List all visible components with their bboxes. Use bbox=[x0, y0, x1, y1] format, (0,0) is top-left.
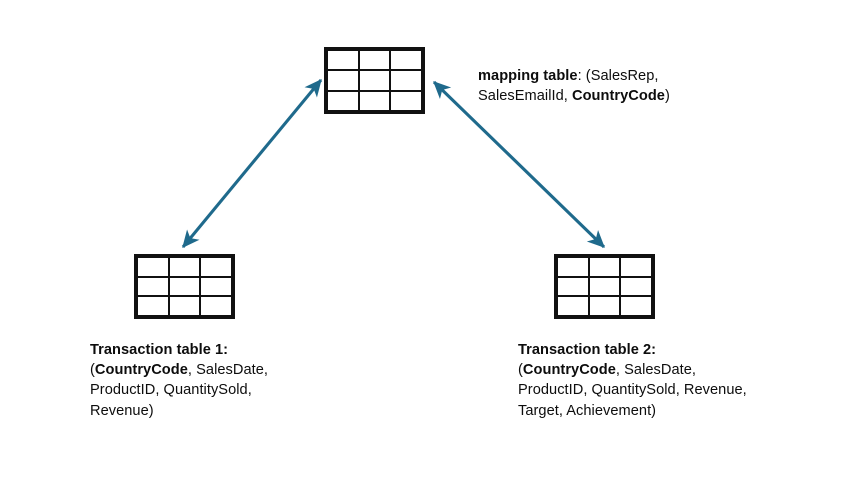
table-cell bbox=[557, 276, 589, 297]
table-cell bbox=[137, 257, 169, 277]
transaction-table-1-fields: , SalesDate, ProductID, QuantitySold, Re… bbox=[90, 362, 269, 419]
mapping-table-grid bbox=[324, 47, 425, 114]
table-cell bbox=[588, 296, 621, 316]
mapping-table-closing: ) bbox=[664, 88, 670, 105]
table-cell bbox=[620, 276, 652, 297]
transaction-table-2-open-paren: ( bbox=[518, 362, 523, 379]
table-cell bbox=[390, 70, 422, 91]
transaction-table-2-fields: , SalesDate, ProductID, QuantitySold, Re… bbox=[518, 362, 747, 419]
table-cell bbox=[390, 50, 422, 71]
table-cell bbox=[557, 257, 589, 277]
table-cell bbox=[327, 90, 359, 111]
transaction-table-1-key-field: CountryCode bbox=[94, 362, 188, 379]
transaction-table-1-open-paren: ( bbox=[90, 362, 95, 379]
table-cell bbox=[168, 276, 201, 297]
table-cell bbox=[327, 50, 359, 71]
mapping-table-key-field: CountryCode bbox=[571, 88, 665, 105]
transaction-table-1-title: Transaction table 1: bbox=[90, 342, 229, 358]
table-cell bbox=[327, 70, 359, 91]
table-cell bbox=[588, 276, 621, 297]
connector-mapping-to-transaction-2 bbox=[432, 80, 606, 249]
table-cell bbox=[168, 257, 201, 277]
transaction-table-2-caption: Transaction table 2: (CountryCode, SalesD… bbox=[518, 340, 768, 421]
mapping-table-caption: mapping table: (SalesRep, SalesEmailId, … bbox=[478, 66, 728, 106]
table-cell bbox=[137, 296, 169, 316]
table-cell bbox=[358, 90, 391, 111]
table-cell bbox=[358, 50, 391, 71]
table-cell bbox=[200, 276, 232, 297]
table-cell bbox=[588, 257, 621, 277]
transaction-table-1-caption: Transaction table 1: (CountryCode, SalesD… bbox=[90, 340, 305, 421]
mapping-table-separator: : ( bbox=[577, 68, 591, 84]
connector-mapping-to-transaction-1 bbox=[181, 79, 323, 248]
transaction-table-2-key-field: CountryCode bbox=[522, 362, 616, 379]
table-cell bbox=[168, 296, 201, 316]
transaction-table-2-title: Transaction table 2: bbox=[518, 342, 657, 358]
table-cell bbox=[358, 70, 391, 91]
mapping-table-title: mapping table bbox=[478, 68, 578, 84]
table-cell bbox=[557, 296, 589, 316]
table-cell bbox=[137, 276, 169, 297]
table-cell bbox=[390, 90, 422, 111]
table-cell bbox=[620, 257, 652, 277]
transaction-table-2-grid bbox=[554, 254, 655, 319]
transaction-table-1-grid bbox=[134, 254, 235, 319]
table-cell bbox=[200, 257, 232, 277]
table-cell bbox=[200, 296, 232, 316]
mapping-table-fields: SalesRep, SalesEmailId, bbox=[478, 68, 659, 105]
table-cell bbox=[620, 296, 652, 316]
